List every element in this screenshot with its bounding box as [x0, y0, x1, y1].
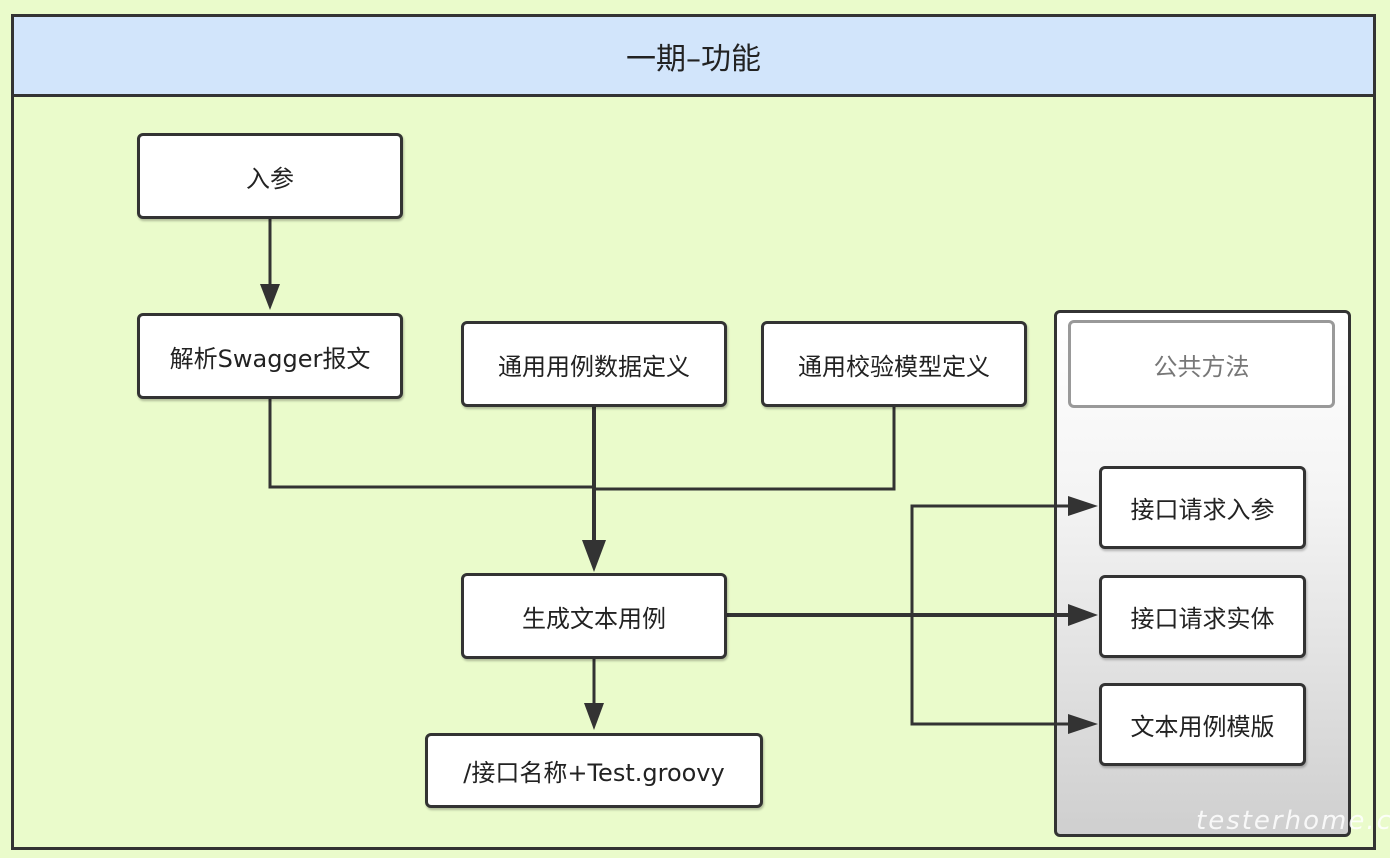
group-item-request-entity: 接口请求实体 [1099, 575, 1306, 658]
group-item-request-params: 接口请求入参 [1099, 466, 1306, 549]
diagram-title: 一期–功能 [11, 14, 1376, 97]
group-item-text-case-template: 文本用例模版 [1099, 683, 1306, 766]
node-common-check-model: 通用校验模型定义 [761, 321, 1027, 407]
node-output-file: /接口名称+Test.groovy [425, 733, 763, 808]
node-common-case-data: 通用用例数据定义 [461, 321, 727, 407]
public-methods-title: 公共方法 [1068, 320, 1335, 408]
watermark: testerhome.com [1196, 806, 1390, 836]
node-parse-swagger: 解析Swagger报文 [137, 313, 403, 399]
node-generate-text-case: 生成文本用例 [461, 573, 727, 659]
node-input-params: 入参 [137, 133, 403, 219]
